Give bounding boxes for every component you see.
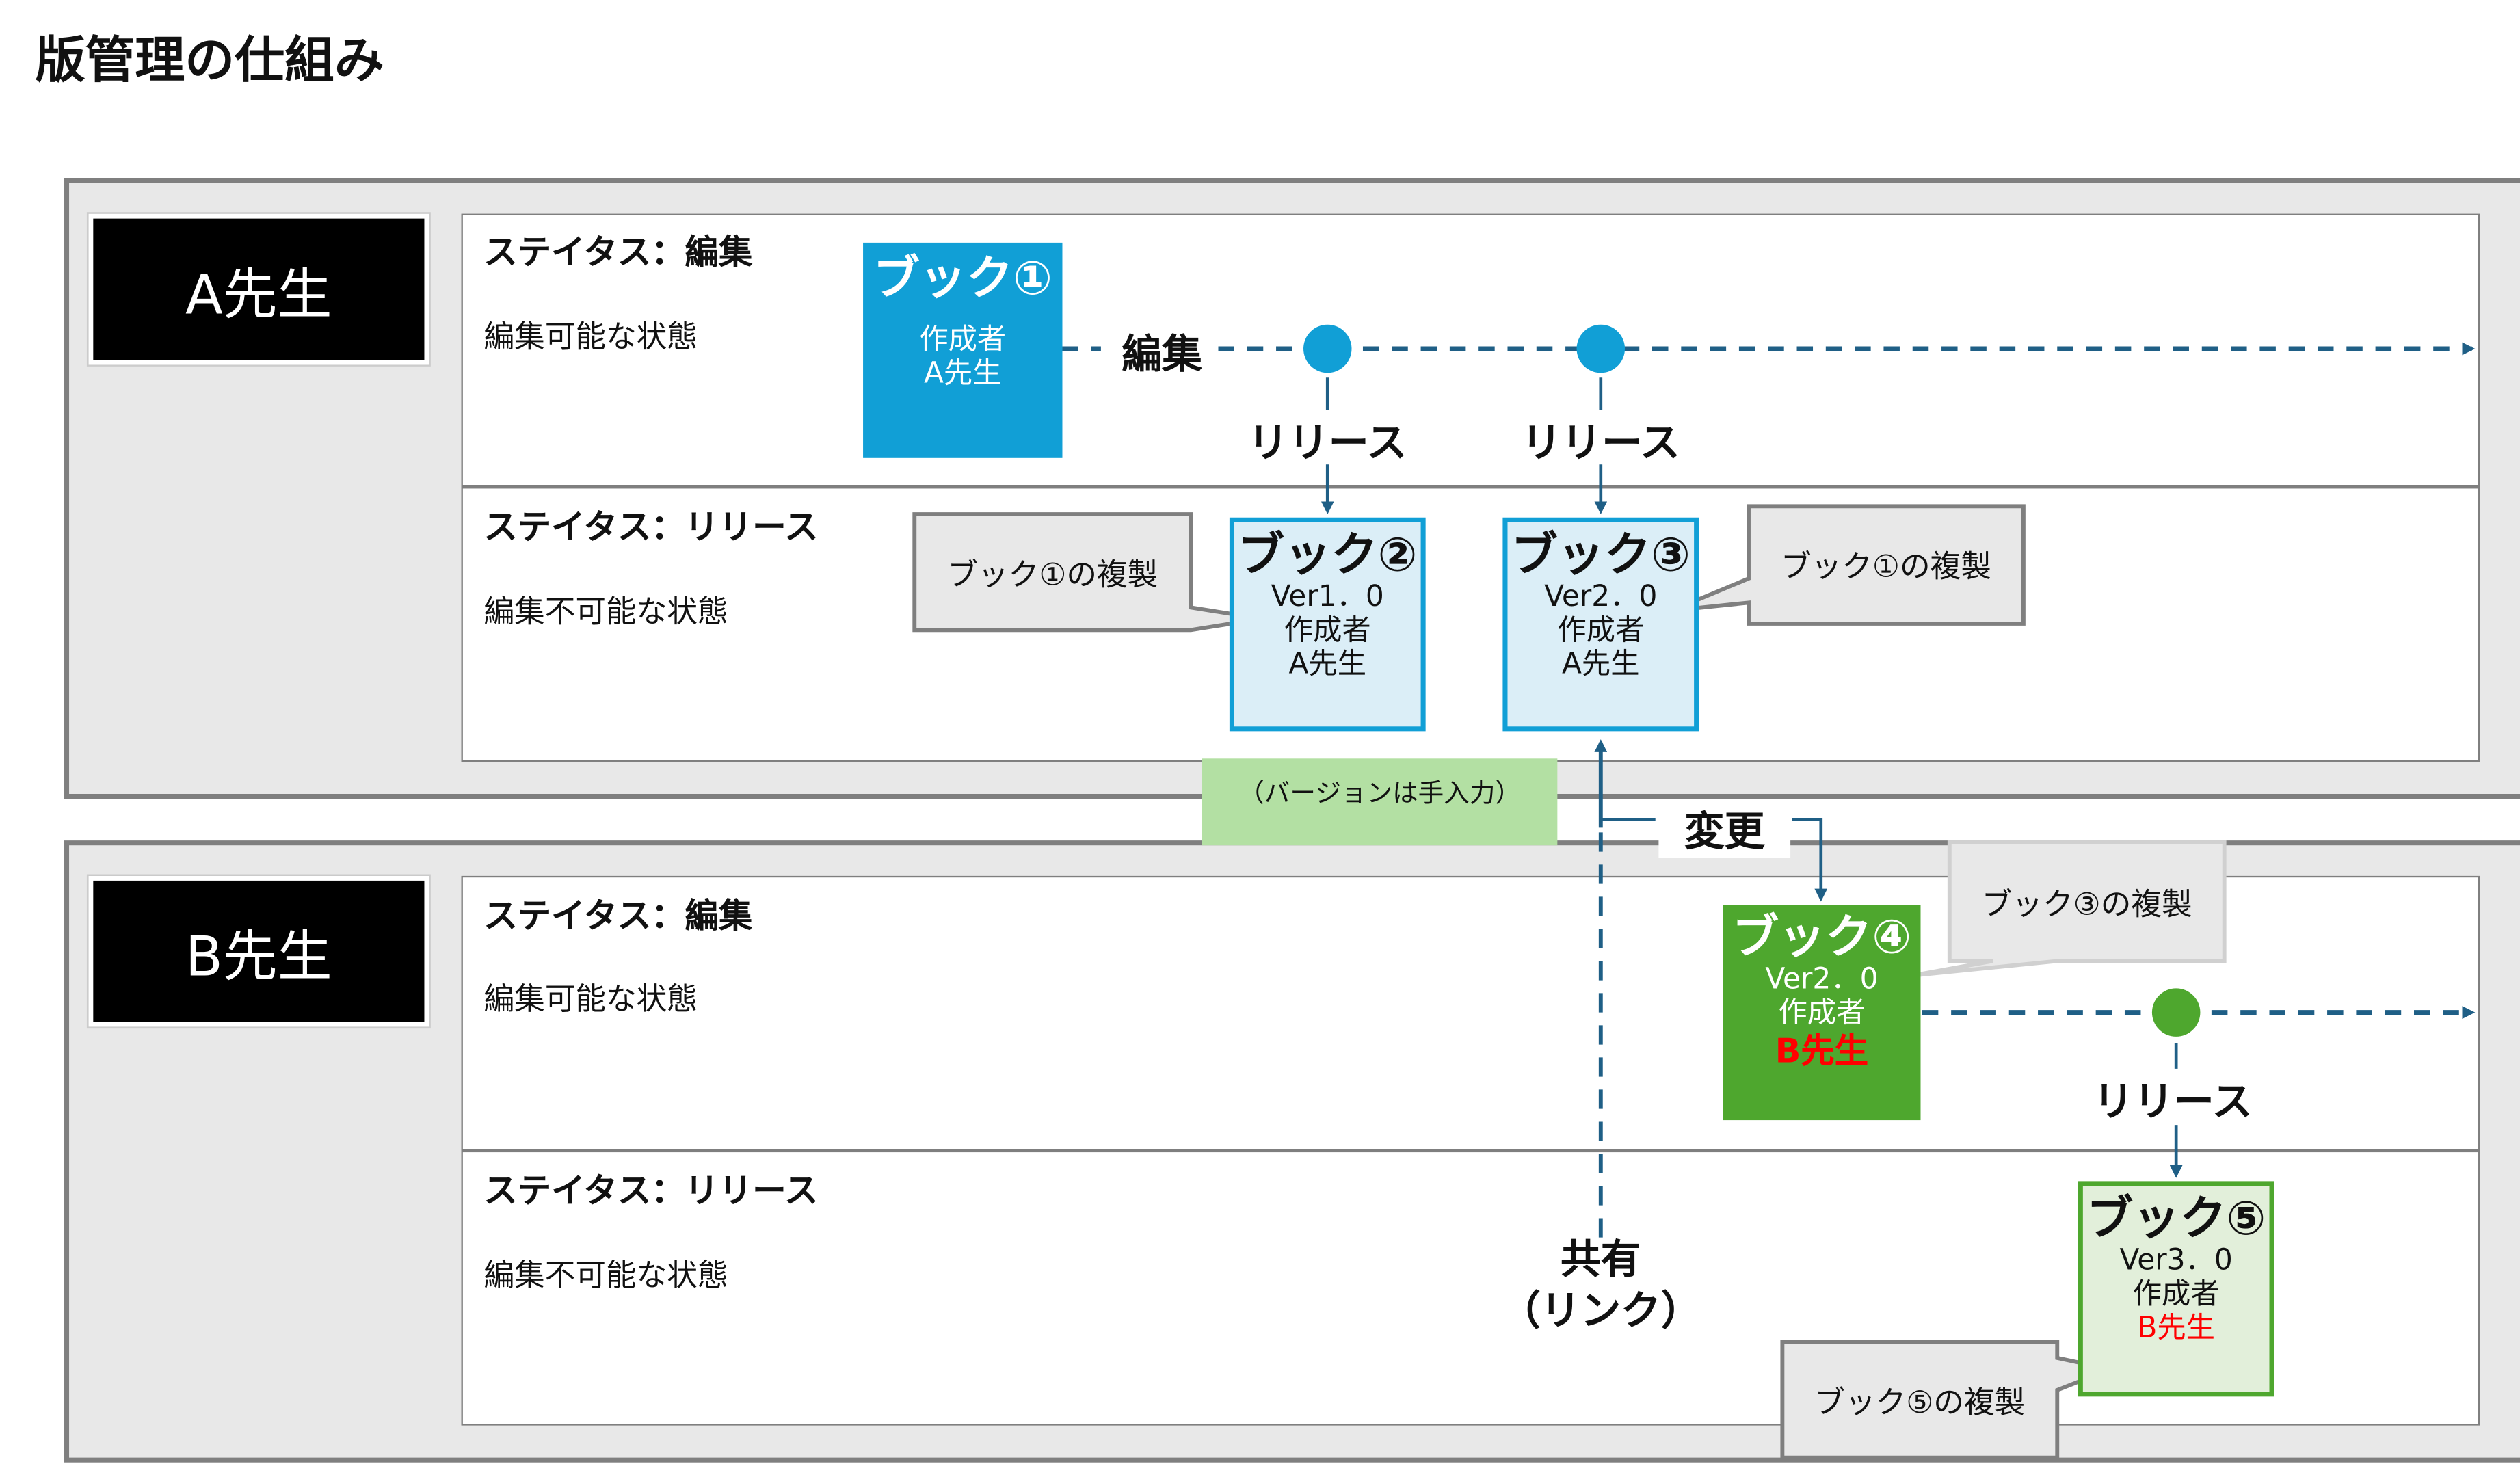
book-title: ブック② bbox=[1238, 527, 1418, 582]
book-2[interactable]: ブック② Ver1．0 作成者 A先生 bbox=[1229, 517, 1426, 732]
book-version: Ver1．0 bbox=[1271, 581, 1384, 615]
book-creator: A先生 bbox=[1561, 647, 1640, 681]
release-label: リリース bbox=[1521, 419, 1680, 466]
book-creator: A先生 bbox=[1288, 647, 1367, 681]
book-creator-label: 作成者 bbox=[1778, 996, 1866, 1030]
release-label: リリース bbox=[1248, 419, 1407, 466]
status-release: ステイタス：リリース bbox=[483, 1171, 819, 1210]
book-1[interactable]: ブック① 作成者 A先生 bbox=[863, 242, 1063, 458]
book-title: ブック④ bbox=[1732, 909, 1912, 965]
teacher-a-label: A先生 bbox=[86, 212, 431, 367]
book-4[interactable]: ブック④ Ver2．0 作成者 B先生 bbox=[1723, 905, 1921, 1121]
share-label-line2: （リンク） bbox=[1500, 1287, 1701, 1334]
change-label: 変更 bbox=[1658, 800, 1791, 859]
version-note: （バージョンは手入力） bbox=[1202, 758, 1558, 846]
book-title: ブック③ bbox=[1511, 527, 1690, 582]
book-5[interactable]: ブック⑤ Ver3．0 作成者 B先生 bbox=[2078, 1181, 2274, 1397]
book-version: Ver2．0 bbox=[1544, 581, 1658, 615]
lane-divider bbox=[461, 485, 2480, 489]
release-label: リリース bbox=[2093, 1078, 2253, 1126]
lane-divider bbox=[461, 1149, 2480, 1153]
share-label: 共有 （リンク） bbox=[1495, 1234, 1707, 1337]
status-edit-desc: 編集可能な状態 bbox=[483, 319, 698, 356]
book-creator-label: 作成者 bbox=[919, 323, 1007, 358]
status-release-desc: 編集不可能な状態 bbox=[483, 1258, 728, 1294]
status-edit: ステイタス：編集 bbox=[483, 896, 753, 935]
status-release: ステイタス：リリース bbox=[483, 507, 819, 547]
callout-text: ブック③の複製 bbox=[1981, 886, 2192, 922]
page-title: 版管理の仕組み bbox=[35, 32, 384, 90]
change-arrow bbox=[1792, 818, 1828, 902]
callout-text: ブック①の複製 bbox=[1780, 549, 1991, 585]
release-point bbox=[1303, 324, 1352, 373]
book-version: Ver2．0 bbox=[1765, 963, 1879, 997]
book-3[interactable]: ブック③ Ver2．0 作成者 A先生 bbox=[1502, 517, 1699, 732]
book-creator: B先生 bbox=[1775, 1031, 1869, 1070]
edit-label: 編集 bbox=[1105, 323, 1219, 381]
book-creator-label: 作成者 bbox=[1557, 613, 1645, 648]
book-creator-label: 作成者 bbox=[1284, 613, 1371, 648]
callout-text: ブック⑤の複製 bbox=[1814, 1384, 2026, 1420]
book-creator: A先生 bbox=[923, 356, 1002, 391]
book-creator-label: 作成者 bbox=[2132, 1277, 2220, 1312]
book-version: Ver3．0 bbox=[2119, 1244, 2233, 1279]
book-creator: B先生 bbox=[2137, 1311, 2215, 1345]
share-label-line1: 共有 bbox=[1561, 1236, 1641, 1283]
teacher-b-label: B先生 bbox=[86, 874, 431, 1029]
release-point bbox=[1576, 324, 1626, 373]
callout-shape bbox=[1671, 504, 2026, 626]
status-release-desc: 編集不可能な状態 bbox=[483, 594, 728, 630]
status-edit-desc: 編集可能な状態 bbox=[483, 981, 698, 1017]
book-title: ブック① bbox=[873, 250, 1052, 306]
callout-text: ブック①の複製 bbox=[947, 557, 1158, 593]
release-point bbox=[2151, 988, 2201, 1037]
callout-shape bbox=[1912, 840, 2227, 978]
status-edit: ステイタス：編集 bbox=[483, 232, 753, 272]
book-title: ブック⑤ bbox=[2086, 1190, 2266, 1246]
